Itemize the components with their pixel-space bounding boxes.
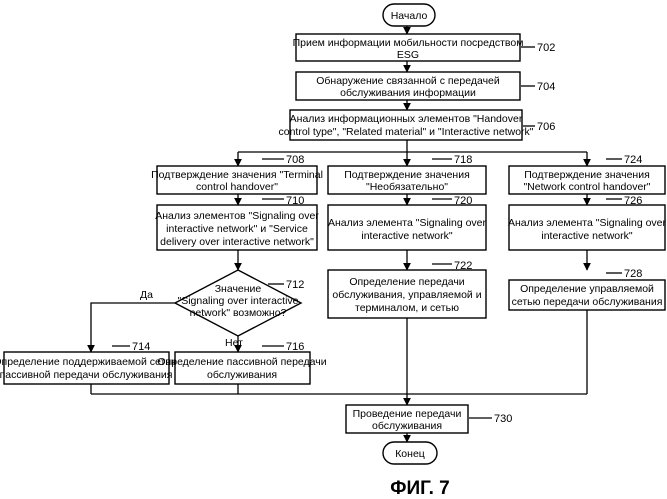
step-708-line2: control handover" xyxy=(196,181,278,193)
decision-712-ref: 712 xyxy=(286,279,304,291)
branch-yes-label: Да xyxy=(140,289,153,301)
step-728-ref: 728 xyxy=(624,268,642,280)
step-714: Определение поддерживаемой сетью пассивн… xyxy=(0,341,179,384)
step-710-line3: delivery over interactive network" xyxy=(160,236,314,248)
step-706-ref: 706 xyxy=(537,121,555,133)
step-708-line1: Подтверждение значения "Terminal xyxy=(151,169,323,181)
step-720-line2: interactive network" xyxy=(361,230,453,242)
step-704: Обнаружение связанной с передачей обслуж… xyxy=(296,72,555,100)
step-726-line2: interactive network" xyxy=(541,230,633,242)
step-730-line2: обслуживания xyxy=(372,420,442,432)
step-722-line2: обслуживания, управляемой и xyxy=(332,289,481,301)
figure-label: ФИГ. 7 xyxy=(390,478,449,499)
step-706-line1: Анализ информационных элементов "Handove… xyxy=(290,113,523,125)
step-710-line2: interactive network" и "Service xyxy=(166,223,308,235)
step-704-ref: 704 xyxy=(537,81,555,93)
step-706-line2: control type", "Related material" и "Int… xyxy=(278,126,533,138)
end-label: Конец xyxy=(395,448,425,460)
step-718-line2: "Необязательно" xyxy=(366,181,448,193)
step-726-ref: 726 xyxy=(624,195,642,207)
step-702: Прием информации мобильности посредством… xyxy=(293,34,556,61)
step-716-ref: 716 xyxy=(286,341,304,353)
step-730-line1: Проведение передачи xyxy=(353,408,462,420)
step-716-line1: Определение пассивной передачи xyxy=(157,356,326,368)
step-720-line1: Анализ элемента "Signaling over xyxy=(328,217,487,229)
end-terminal: Конец xyxy=(383,442,437,464)
step-726-line1: Анализ элемента "Signaling over xyxy=(508,217,667,229)
step-730-ref: 730 xyxy=(494,413,512,425)
start-terminal: Начало xyxy=(383,4,435,26)
step-716-line2: обслуживания xyxy=(207,369,277,381)
step-718-ref: 718 xyxy=(454,154,472,166)
decision-712: Значение "Signaling over interactive net… xyxy=(175,270,304,336)
step-702-line2: ESG xyxy=(397,49,419,61)
step-724-line2: "Network control handover" xyxy=(523,181,650,193)
step-724-ref: 724 xyxy=(624,154,642,166)
step-708: Подтверждение значения "Terminal control… xyxy=(151,154,323,194)
step-710-line1: Анализ элементов "Signaling over xyxy=(155,210,319,222)
step-710: Анализ элементов "Signaling over interac… xyxy=(155,195,319,250)
step-702-line1: Прием информации мобильности посредством xyxy=(293,37,524,49)
step-708-ref: 708 xyxy=(286,154,304,166)
step-728-line2: сетью передачи обслуживания xyxy=(512,296,663,308)
step-704-line1: Обнаружение связанной с передачей xyxy=(316,75,500,87)
step-702-ref: 702 xyxy=(537,42,555,54)
step-706: Анализ информационных элементов "Handove… xyxy=(278,110,555,140)
step-722-line3: терминалом, и сетью xyxy=(355,302,459,314)
decision-712-line1: Значение xyxy=(215,283,262,295)
step-722-line1: Определение передачи xyxy=(349,276,464,288)
step-722-ref: 722 xyxy=(454,260,472,272)
step-718-line1: Подтверждение значения xyxy=(344,169,470,181)
step-728: Определение управляемой сетью передачи о… xyxy=(509,268,665,310)
step-730: Проведение передачи обслуживания 730 xyxy=(346,405,512,433)
decision-712-line3: network" возможно? xyxy=(190,307,287,319)
step-720-ref: 720 xyxy=(454,195,472,207)
step-710-ref: 710 xyxy=(286,195,304,207)
start-label: Начало xyxy=(391,10,428,22)
step-724-line1: Подтверждение значения xyxy=(524,169,650,181)
decision-712-line2: "Signaling over interactive xyxy=(177,295,298,307)
step-714-ref: 714 xyxy=(132,341,150,353)
step-728-line1: Определение управляемой xyxy=(520,283,654,295)
step-714-line2: пассивной передачи обслуживания xyxy=(0,369,172,381)
branch-no-label: Нет xyxy=(225,337,243,349)
step-704-line2: обслуживания информации xyxy=(340,87,476,99)
step-714-line1: Определение поддерживаемой сетью xyxy=(0,356,179,368)
